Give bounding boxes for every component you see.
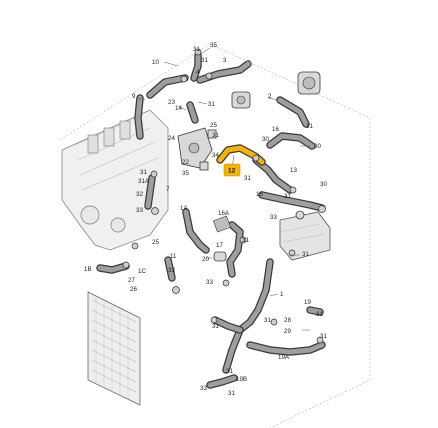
callout-label: 33	[206, 279, 213, 286]
callout-label: 33	[200, 385, 207, 392]
callout-labels: 35 31 10 31 3 4 9 23 14 31 25 24 31 22 3…	[84, 42, 327, 397]
callout-label: 19	[304, 299, 311, 306]
callout-label: 31	[201, 57, 208, 64]
callout-label: 32	[136, 191, 143, 198]
hoses	[96, 51, 326, 389]
highlight-badge-12[interactable]: 12	[223, 163, 241, 177]
callout-label: 14	[175, 105, 182, 112]
callout-label: 31	[193, 46, 200, 53]
callout-label: 31	[226, 368, 233, 375]
callout-label: 30	[314, 143, 321, 150]
callout-label: 20	[202, 256, 209, 263]
coolant-flange	[177, 127, 213, 169]
highlight-label: 12	[228, 168, 236, 175]
callout-label: 23	[168, 99, 175, 106]
callout-label: 9	[132, 93, 136, 100]
callout-label: 31	[264, 317, 271, 324]
callout-label: 22	[182, 159, 189, 166]
callout-label: 7	[166, 186, 170, 193]
expansion-tank	[279, 210, 331, 261]
callout-label: 1C	[138, 268, 146, 275]
callout-label: 31	[316, 311, 323, 318]
callout-label: 31	[306, 123, 313, 130]
callout-label: 24	[168, 135, 175, 142]
callout-label: 31	[212, 323, 219, 330]
callout-label: 16A	[218, 210, 230, 217]
callout-label: 31	[244, 175, 251, 182]
callout-label: 28	[284, 317, 291, 324]
callout-label: 27	[128, 277, 135, 284]
callout-label: 16	[272, 126, 279, 133]
callout-label: 2	[268, 93, 272, 100]
callout-label: 29	[284, 328, 291, 335]
callout-label: 31	[302, 251, 309, 258]
coolant-pump	[231, 71, 321, 109]
guide-lines	[59, 43, 371, 428]
callout-label: 35	[210, 42, 217, 49]
callout-label: 34	[212, 152, 219, 159]
engine-block	[61, 109, 169, 251]
callout-label: 31	[208, 101, 215, 108]
callout-label: 11	[170, 253, 177, 260]
callout-label: 3	[223, 57, 227, 64]
callout-label: 31	[320, 333, 327, 340]
callout-label: 30	[320, 181, 327, 188]
callout-label: 35	[182, 170, 189, 177]
callout-label: 26	[130, 286, 137, 293]
callout-label: 31	[140, 169, 147, 176]
callout-label: 33	[136, 207, 143, 214]
callout-label: 33	[168, 267, 175, 274]
small-parts	[199, 129, 232, 262]
callout-label: 31	[212, 132, 219, 139]
callout-label: 25	[210, 122, 217, 129]
callout-label: 4	[196, 69, 200, 76]
clamps	[122, 48, 326, 344]
callout-label: 13	[290, 167, 297, 174]
callout-label: 1	[280, 291, 284, 298]
callout-label: 30	[262, 136, 269, 143]
radiator	[87, 291, 141, 406]
callout-label: 31	[242, 237, 249, 244]
callout-label: 33	[270, 214, 277, 221]
callout-label: 31	[284, 193, 291, 200]
callout-label: 19A	[278, 354, 290, 361]
callout-label: 31	[228, 390, 235, 397]
callout-label: 15	[256, 191, 263, 198]
callout-label: 19B	[236, 376, 247, 383]
callout-label: 31A	[138, 178, 150, 185]
callout-label: 25	[152, 239, 159, 246]
callout-label: 10	[152, 59, 159, 66]
callout-label: 1B	[84, 266, 92, 273]
callout-label: 1A	[180, 205, 188, 212]
callout-label: 17	[216, 242, 223, 249]
